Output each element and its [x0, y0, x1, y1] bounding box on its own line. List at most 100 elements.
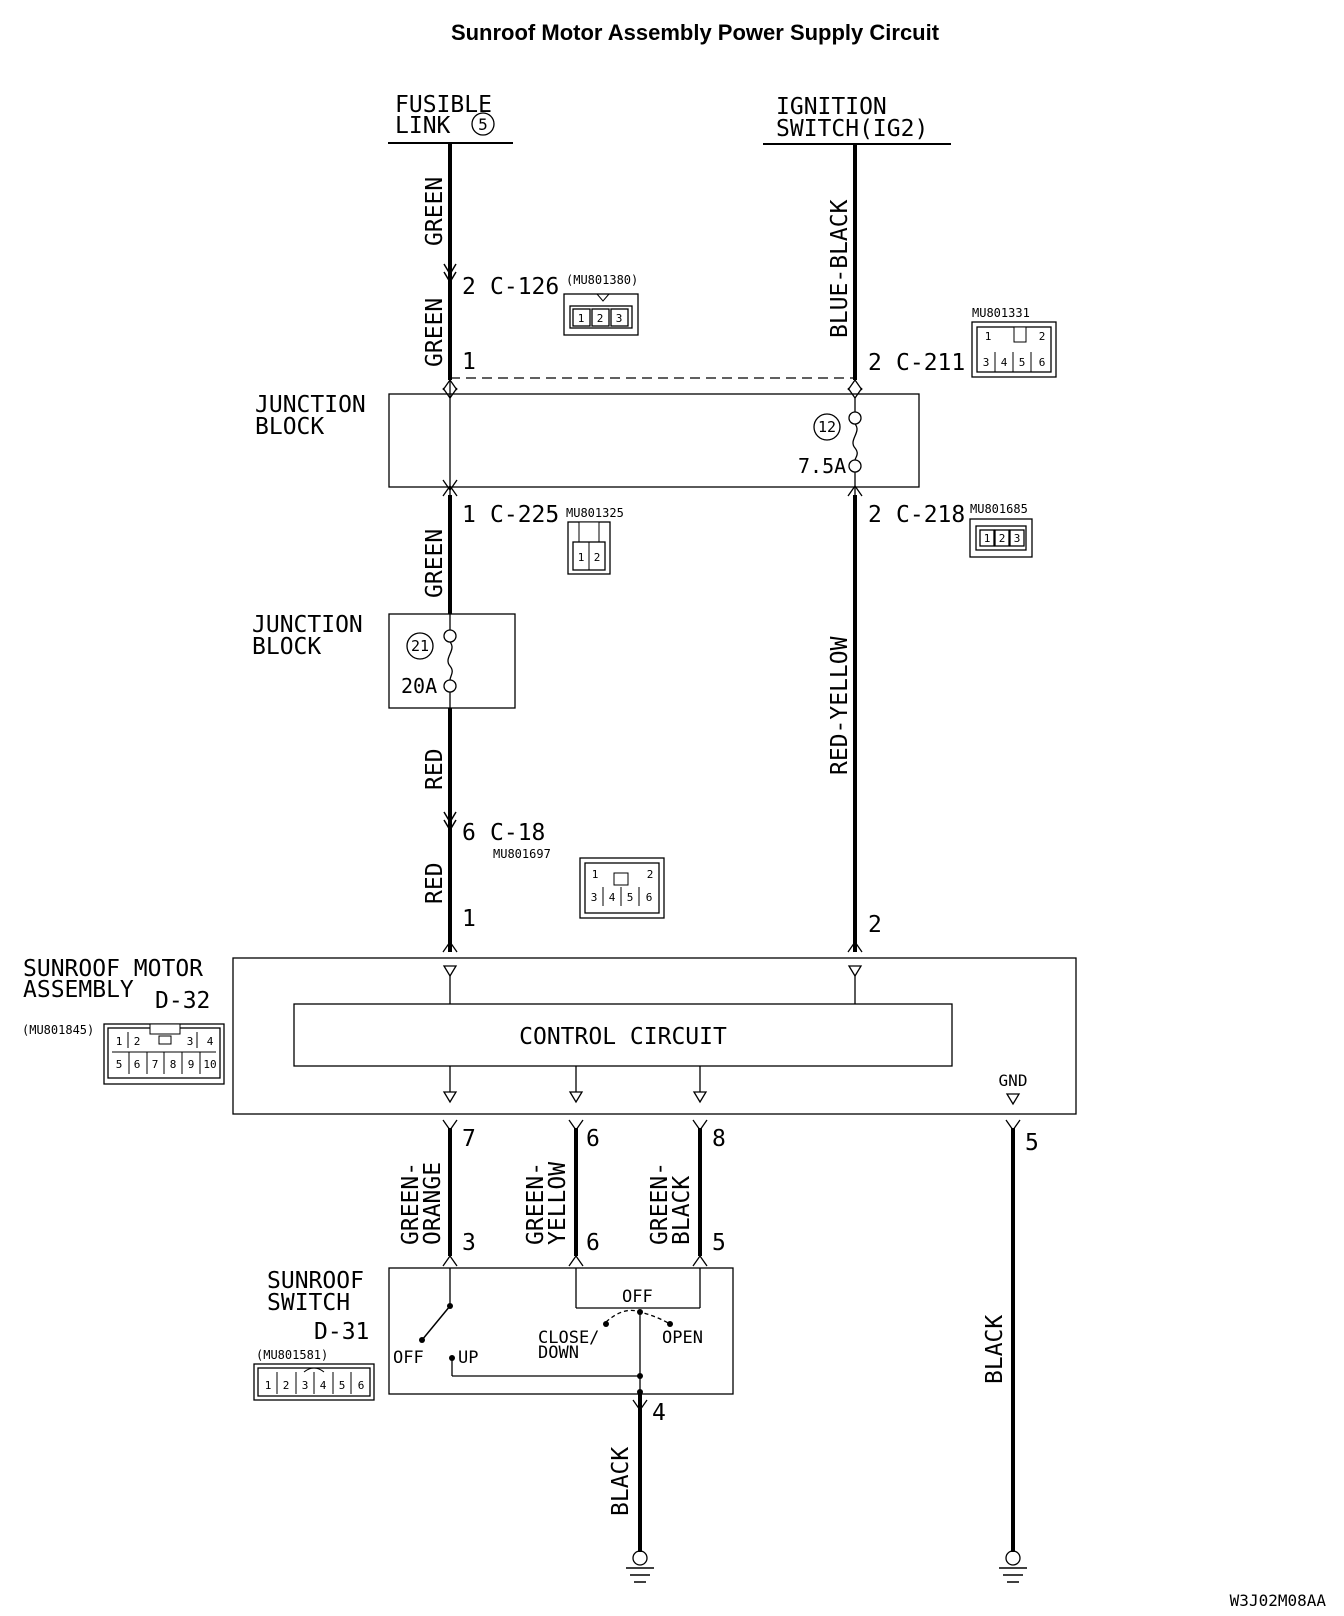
- gnd-pin-5: 5: [1025, 1130, 1039, 1156]
- fusible-link-label-line1: FUSIBLE: [395, 92, 492, 118]
- d32-part: (MU801845): [22, 1023, 94, 1037]
- left-switch-up: UP: [458, 1348, 478, 1368]
- jb1-label-line1: JUNCTION: [255, 392, 366, 418]
- svg-text:2: 2: [1039, 330, 1046, 343]
- wire-color-black-2: BLACK: [608, 1447, 634, 1516]
- c218-part: MU801685: [970, 502, 1028, 516]
- c18-pin: 6: [462, 820, 476, 846]
- c18-part: MU801697: [493, 847, 551, 861]
- svg-text:2: 2: [597, 312, 604, 325]
- fuse-12-number: 12: [818, 418, 836, 436]
- fuse-12-number-circle: [813, 413, 841, 441]
- wire-color-green-black-1: GREEN-: [647, 1162, 673, 1245]
- wire-color-green-yellow-2: YELLOW: [545, 1162, 571, 1245]
- wire-color-green-1: GREEN: [422, 177, 448, 246]
- out-pin-6: 6: [586, 1126, 600, 1152]
- switch-close: CLOSE/: [538, 1328, 599, 1348]
- svg-text:3: 3: [591, 891, 598, 904]
- c225-pin: 1: [462, 502, 476, 528]
- c218-pin: 2: [868, 502, 882, 528]
- fusible-link-source: FUSIBLE LINK 5: [388, 92, 513, 144]
- wire-color-green-orange-1: GREEN-: [398, 1162, 424, 1245]
- switch-down: DOWN: [538, 1343, 579, 1363]
- left-switch-off: OFF: [393, 1348, 424, 1368]
- switch-id: D-31: [314, 1319, 369, 1345]
- sw-pin-6: 6: [586, 1230, 600, 1256]
- ignition-label-line2: SWITCH(IG2): [776, 116, 928, 142]
- c218-name: C-218: [896, 502, 965, 528]
- d32-connector-face: 1 2 3 4 5 6 7 8 9 10: [103, 1023, 225, 1085]
- jb1-label-line2: BLOCK: [255, 414, 324, 440]
- wire-color-green-black-2: BLACK: [669, 1176, 695, 1245]
- c18-name: C-18: [490, 820, 545, 846]
- wire-color-green-3: GREEN: [422, 529, 448, 598]
- fuse-21-number: 21: [411, 637, 429, 655]
- fuse-12-rating: 7.5A: [798, 454, 846, 478]
- sunroof-switch: SUNROOF SWITCH D-31 (MU801581) 1 2 3 4 5…: [253, 1254, 734, 1401]
- junction-block-1: JUNCTION BLOCK 12 7.5A: [255, 378, 920, 497]
- svg-text:3: 3: [616, 312, 623, 325]
- c225-part: MU801325: [566, 506, 624, 520]
- svg-text:5: 5: [339, 1379, 346, 1392]
- wire-color-green-yellow-1: GREEN-: [523, 1162, 549, 1245]
- svg-text:2: 2: [134, 1035, 141, 1048]
- fusible-link-number-circle: [471, 112, 495, 136]
- svg-text:4: 4: [1001, 356, 1008, 369]
- svg-text:1: 1: [592, 868, 599, 881]
- c126-name: C-126: [490, 274, 559, 300]
- c126-pin: 2: [462, 274, 476, 300]
- d31-part: (MU801581): [256, 1348, 328, 1362]
- wire-color-red-yellow: RED-YELLOW: [827, 636, 853, 775]
- motor-in-right-pin: 2: [868, 912, 882, 938]
- right-switch-off: OFF: [622, 1287, 653, 1307]
- fuse-12-terminal-top: [848, 411, 862, 425]
- diagram-title: Sunroof Motor Assembly Power Supply Circ…: [451, 20, 940, 45]
- sw-pin-3: 3: [462, 1230, 476, 1256]
- c18-connector-face: 1 2 3 4 5 6: [579, 857, 665, 919]
- sw-pin-5: 5: [712, 1230, 726, 1256]
- c218-connector-face: 1 2 3: [969, 518, 1033, 558]
- up-switch-lever: [421, 1305, 451, 1341]
- svg-text:4: 4: [207, 1035, 214, 1048]
- svg-text:3: 3: [187, 1035, 194, 1048]
- fusible-link-number: 5: [478, 115, 488, 134]
- figure-code: W3J02M08AA: [1230, 1591, 1327, 1610]
- svg-text:3: 3: [302, 1379, 309, 1392]
- c126-connector-face: 1 2 3: [563, 293, 639, 336]
- wire-color-green-2: GREEN: [422, 298, 448, 367]
- fuse-21-element: [447, 641, 453, 681]
- switch-label-line2: SWITCH: [267, 1290, 350, 1316]
- sw-pin-4: 4: [652, 1400, 666, 1426]
- svg-text:9: 9: [188, 1058, 195, 1071]
- svg-text:7: 7: [152, 1058, 159, 1071]
- wire-color-green-orange-2: ORANGE: [420, 1162, 446, 1245]
- control-circuit-box: [293, 1003, 953, 1067]
- ignition-label-line1: IGNITION: [776, 94, 887, 120]
- fuse-21-terminal-bottom: [443, 679, 457, 693]
- svg-text:1: 1: [578, 551, 585, 564]
- c225-connector-face: 1 2: [567, 521, 611, 575]
- c211-connector-face: 1 2 3 4 5 6: [971, 321, 1057, 378]
- fuse-21-number-circle: [406, 632, 434, 660]
- svg-text:3: 3: [1014, 532, 1021, 545]
- c211-part: MU801331: [972, 306, 1030, 320]
- motor-label-line1: SUNROOF MOTOR: [23, 956, 203, 982]
- c225-name: C-225: [490, 502, 559, 528]
- fuse-12-terminal-bottom: [848, 459, 862, 473]
- out-pin-7: 7: [462, 1126, 476, 1152]
- svg-text:5: 5: [116, 1058, 123, 1071]
- jb2-label-line1: JUNCTION: [252, 612, 363, 638]
- motor-in-left-pin: 1: [462, 906, 476, 932]
- d31-connector-face: 1 2 3 4 5 6: [253, 1363, 375, 1401]
- switch-label-line1: SUNROOF: [267, 1268, 364, 1294]
- wire-color-black-1: BLACK: [982, 1315, 1008, 1384]
- svg-text:6: 6: [134, 1058, 141, 1071]
- svg-text:5: 5: [1019, 356, 1026, 369]
- sunroof-motor-assembly: SUNROOF MOTOR ASSEMBLY D-32 (MU801845) 1…: [22, 956, 1077, 1115]
- svg-text:5: 5: [627, 891, 634, 904]
- fuse-21-rating: 20A: [401, 674, 437, 698]
- svg-text:2: 2: [283, 1379, 290, 1392]
- jb2-label-line2: BLOCK: [252, 634, 321, 660]
- switch-open: OPEN: [662, 1328, 703, 1348]
